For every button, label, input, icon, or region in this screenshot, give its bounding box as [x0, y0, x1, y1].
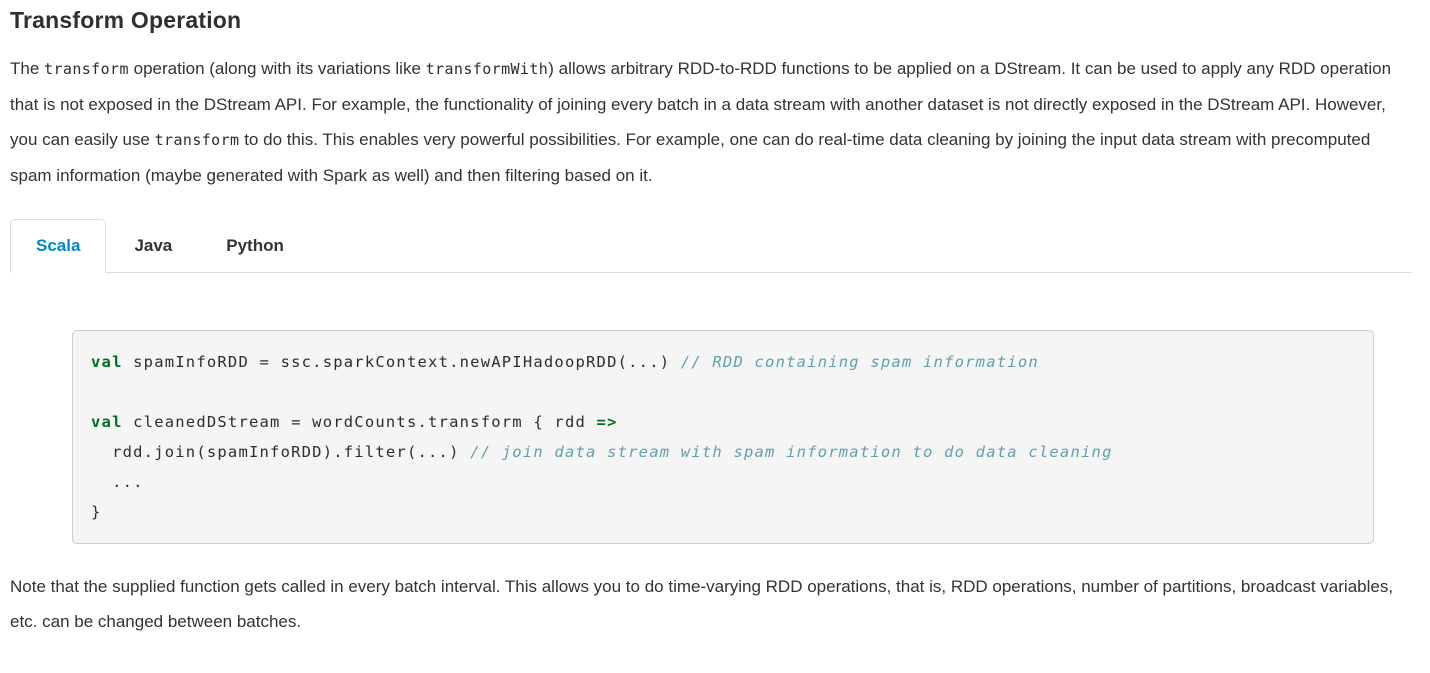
code-keyword: => [596, 413, 618, 431]
language-tabs: Scala Java Python [10, 219, 1412, 273]
code-block: val spamInfoRDD = ssc.sparkContext.newAP… [72, 330, 1374, 544]
code-keyword: val [91, 413, 123, 431]
inline-code: transformWith [425, 60, 549, 78]
tab-scala-label[interactable]: Scala [10, 219, 107, 273]
tab-java[interactable]: Java [108, 219, 198, 273]
code-keyword: val [91, 353, 123, 371]
tab-python-label[interactable]: Python [226, 236, 284, 255]
code-pre: val spamInfoRDD = ssc.sparkContext.newAP… [91, 353, 1113, 521]
code-comment: // join data stream with spam informatio… [470, 443, 1113, 461]
tab-java-label[interactable]: Java [134, 236, 173, 255]
page-title: Transform Operation [10, 7, 242, 33]
tab-scala[interactable]: Scala [10, 219, 107, 273]
code-comment: // RDD containing spam information [680, 353, 1039, 371]
tab-content: val spamInfoRDD = ssc.sparkContext.newAP… [10, 273, 1412, 544]
tab-python[interactable]: Python [200, 219, 310, 273]
note-paragraph: Note that the supplied function gets cal… [10, 577, 1394, 631]
intro-paragraph: The transform operation (along with its … [10, 59, 1392, 185]
inline-code: transform [44, 60, 129, 78]
inline-code: transform [154, 131, 240, 149]
document-body: Transform Operation The transform operat… [10, 7, 1412, 631]
